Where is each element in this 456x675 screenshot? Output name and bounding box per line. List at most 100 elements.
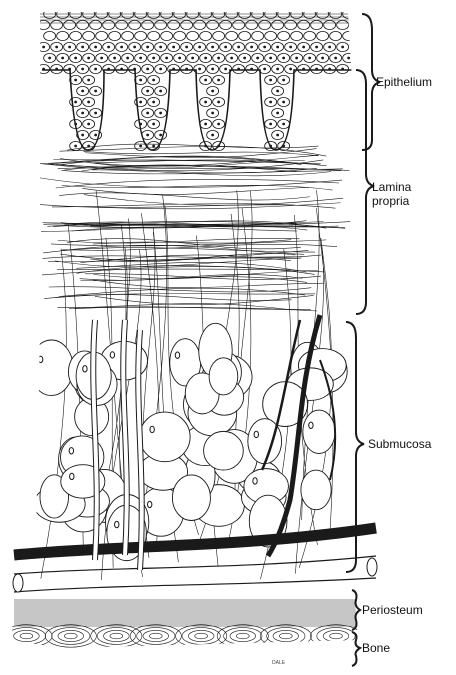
- cell-nucleus: [276, 134, 279, 137]
- collagen-fiber: [76, 262, 306, 272]
- epithelial-cell: [226, 31, 238, 40]
- epithelial-cell: [70, 31, 82, 40]
- osteon-ring: [323, 657, 336, 663]
- osteon-ring: [316, 654, 342, 665]
- osteon-ring: [235, 654, 261, 665]
- osteon-ring: [130, 649, 181, 671]
- cell-nucleus: [217, 79, 220, 82]
- collagen-fiber: [62, 185, 333, 190]
- osteon-ring: [230, 630, 256, 641]
- epithelial-cell: [174, 31, 186, 40]
- epithelial-cell: [343, 31, 355, 40]
- adipose-cell: [209, 358, 238, 395]
- cell-nucleus: [321, 57, 324, 60]
- epithelial-cell: [330, 31, 342, 40]
- cell-nucleus: [341, 46, 344, 49]
- osteon-ring: [110, 633, 123, 639]
- cell-nucleus: [276, 46, 279, 49]
- epithelial-cell: [77, 20, 89, 29]
- cell-nucleus: [61, 57, 64, 60]
- cell-nucleus: [191, 57, 194, 60]
- epithelial-cell: [168, 20, 180, 29]
- osteon-ring: [85, 649, 136, 671]
- epithelial-cell: [220, 20, 232, 29]
- vessel-wall: [14, 578, 376, 592]
- adipose-cell: [30, 340, 73, 395]
- osteon-ring: [188, 654, 214, 665]
- submucosa-label: Submucosa: [368, 437, 431, 451]
- cell-nucleus: [308, 57, 311, 60]
- cell-nucleus: [81, 90, 84, 93]
- cell-nucleus: [276, 112, 279, 115]
- cell-nucleus: [276, 68, 279, 71]
- epithelial-cell: [311, 20, 323, 29]
- cell-nucleus: [139, 145, 142, 148]
- cell-nucleus: [139, 79, 142, 82]
- osteon-ring: [55, 654, 81, 665]
- epithelial-cell: [135, 31, 147, 40]
- epithelial-cell: [122, 31, 134, 40]
- cell-nucleus: [217, 123, 220, 126]
- cell-nucleus: [146, 134, 149, 137]
- osteon-ring: [217, 625, 268, 647]
- epithelial-cell: [259, 20, 271, 29]
- epithelial-cell: [187, 31, 199, 40]
- collagen-fiber: [38, 178, 342, 188]
- cell-nucleus: [113, 57, 116, 60]
- epithelial-cell: [109, 31, 121, 40]
- osteon-ring: [273, 630, 299, 641]
- cell-nucleus: [159, 112, 162, 115]
- cell-nucleus: [282, 123, 285, 126]
- osteon-ring: [182, 652, 220, 669]
- cell-nucleus: [94, 90, 97, 93]
- cell-nucleus: [159, 134, 162, 137]
- osteon-ring: [143, 630, 169, 641]
- epithelial-cell: [142, 20, 154, 29]
- cell-nucleus: [152, 79, 155, 82]
- cell-nucleus: [243, 57, 246, 60]
- osteon-ring: [98, 654, 124, 665]
- cell-nucleus: [295, 57, 298, 60]
- cell-nucleus: [224, 68, 227, 71]
- cell-nucleus: [100, 57, 103, 60]
- cell-nucleus: [139, 101, 142, 104]
- osteon-ring: [4, 652, 42, 669]
- osteon-ring: [223, 649, 274, 671]
- osteon-ring: [104, 630, 130, 641]
- cell-nucleus: [152, 57, 155, 60]
- basement-membrane: [42, 70, 352, 150]
- osteon-ring: [143, 654, 169, 665]
- osteon-ring: [279, 633, 292, 639]
- epithelium-layer: [38, 9, 355, 150]
- cell-nucleus: [133, 46, 136, 49]
- osteon-ring: [310, 652, 348, 669]
- cell-nucleus: [152, 123, 155, 126]
- epithelial-cell: [155, 20, 167, 29]
- collagen-fiber: [80, 277, 307, 283]
- cell-nucleus: [74, 79, 77, 82]
- cell-nucleus: [159, 46, 162, 49]
- epithelial-cell: [51, 20, 63, 29]
- cell-nucleus: [87, 101, 90, 104]
- cell-nucleus: [211, 112, 214, 115]
- vessel-opening: [367, 558, 377, 576]
- osteon-ring: [14, 630, 40, 641]
- osteon-ring: [20, 633, 33, 639]
- osteon-ring: [260, 625, 311, 647]
- periosteum-label: Periosteum: [362, 603, 423, 617]
- cell-nucleus: [204, 79, 207, 82]
- cell-nucleus: [282, 101, 285, 104]
- adipose-cell: [204, 431, 244, 470]
- cell-nucleus: [282, 57, 285, 60]
- osteon-ring: [149, 633, 162, 639]
- cell-nucleus: [204, 101, 207, 104]
- adipose-cell: [303, 410, 335, 453]
- osteon-ring: [10, 654, 36, 665]
- cell-nucleus: [107, 46, 110, 49]
- adipose-cell: [172, 475, 210, 521]
- osteon-ring: [188, 630, 214, 641]
- bone-layer: [0, 625, 362, 671]
- cell-nucleus: [198, 46, 201, 49]
- bone-bracket: [352, 632, 360, 666]
- osteon-ring: [1, 625, 52, 647]
